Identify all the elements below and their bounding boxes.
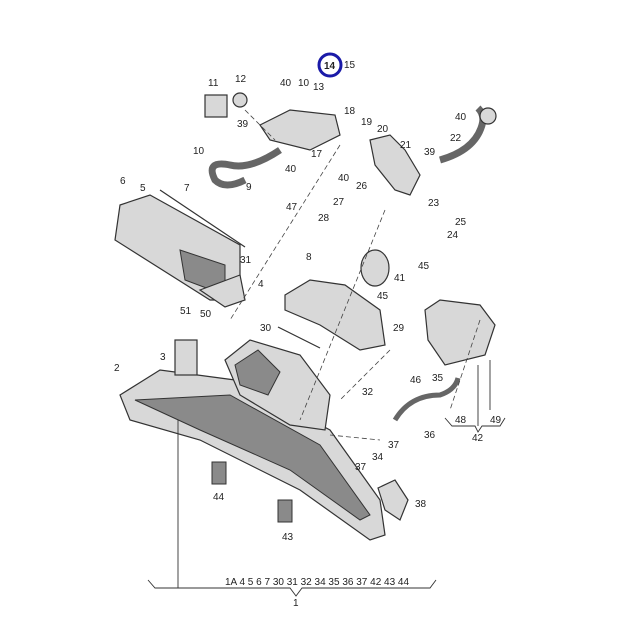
callout[interactable]: 41 [394,273,406,284]
callout[interactable]: 40 [285,164,297,175]
callout[interactable]: 30 [260,323,272,334]
callout[interactable]: 45 [377,291,389,302]
callout[interactable]: 4 [258,279,264,290]
seal-44[interactable] [211,461,227,485]
cap-40[interactable] [479,107,497,125]
assembly-number[interactable]: 1 [293,598,299,609]
callout[interactable]: 42 [472,433,484,444]
air-duct-channel [134,394,371,521]
callout[interactable]: 51 [180,306,192,317]
callout[interactable]: 2 [114,363,120,374]
callout[interactable]: 10 [193,146,205,157]
callout[interactable]: 6 [120,176,126,187]
valve-assembly[interactable] [369,134,421,196]
callout[interactable]: 8 [306,252,312,263]
callout[interactable]: 24 [447,230,459,241]
callout[interactable]: 36 [424,430,436,441]
duct-connector[interactable] [360,249,390,287]
callout[interactable]: 40 [455,112,467,123]
assembly-contents: 1A 4 5 6 7 30 31 32 34 35 36 37 42 43 44 [225,577,409,588]
callout[interactable]: 37 [355,462,367,473]
callout[interactable]: 17 [311,149,323,160]
callout[interactable]: 47 [286,202,298,213]
callout[interactable]: 9 [246,182,252,193]
valve-block[interactable] [259,109,341,151]
callout[interactable]: 20 [377,124,389,135]
callout[interactable]: 46 [410,375,422,386]
seal-strip [159,189,246,248]
callout[interactable]: 18 [344,106,356,117]
hose-9[interactable] [208,147,282,189]
heater-unit[interactable] [424,299,496,366]
callout-labels: 14 15 11 12 40 10 13 18 19 20 21 39 22 4… [114,60,502,609]
callout[interactable]: 50 [200,309,212,320]
callout[interactable]: 39 [237,119,249,130]
callout[interactable]: 12 [235,74,247,85]
bracket-3[interactable] [174,339,198,376]
highlight-circle [317,52,343,78]
callout[interactable]: 14 [324,61,336,72]
callout[interactable]: 35 [432,373,444,384]
callout[interactable]: 49 [490,415,502,426]
callout[interactable]: 21 [400,140,412,151]
callout[interactable]: 48 [455,415,467,426]
callout[interactable]: 40 [280,78,292,89]
cap-12[interactable] [232,92,248,108]
callout[interactable]: 5 [140,183,146,194]
callout[interactable]: 13 [313,82,325,93]
callout[interactable]: 25 [455,217,467,228]
callout[interactable]: 45 [418,261,430,272]
cover-plate[interactable] [377,479,409,521]
hose-35[interactable] [392,377,461,422]
assembly-bracket [147,360,506,597]
callout[interactable]: 22 [450,133,462,144]
callout[interactable]: 38 [415,499,427,510]
callout[interactable]: 10 [298,78,310,89]
seal-43[interactable] [277,499,293,523]
callout[interactable]: 44 [213,492,225,503]
callout[interactable]: 43 [282,532,294,543]
callout[interactable]: 27 [333,197,345,208]
callout[interactable]: 31 [240,255,252,266]
callout[interactable]: 32 [362,387,374,398]
filter-frame[interactable] [198,274,246,308]
rod [277,326,321,349]
callout[interactable]: 39 [424,147,436,158]
callout[interactable]: 7 [184,183,190,194]
callout[interactable]: 28 [318,213,330,224]
callout[interactable]: 19 [361,117,373,128]
callout[interactable]: 40 [338,173,350,184]
guide-line [229,109,481,441]
callout[interactable]: 11 [208,78,219,89]
callout[interactable]: 3 [160,352,166,363]
callout[interactable]: 37 [388,440,400,451]
mixing-unit[interactable] [284,279,386,351]
callout[interactable]: 23 [428,198,440,209]
callout[interactable]: 15 [344,60,356,71]
callout[interactable]: 26 [356,181,368,192]
motor-11[interactable] [204,94,228,118]
callout[interactable]: 29 [393,323,405,334]
callout[interactable]: 34 [372,452,384,463]
blower-opening [234,349,281,396]
